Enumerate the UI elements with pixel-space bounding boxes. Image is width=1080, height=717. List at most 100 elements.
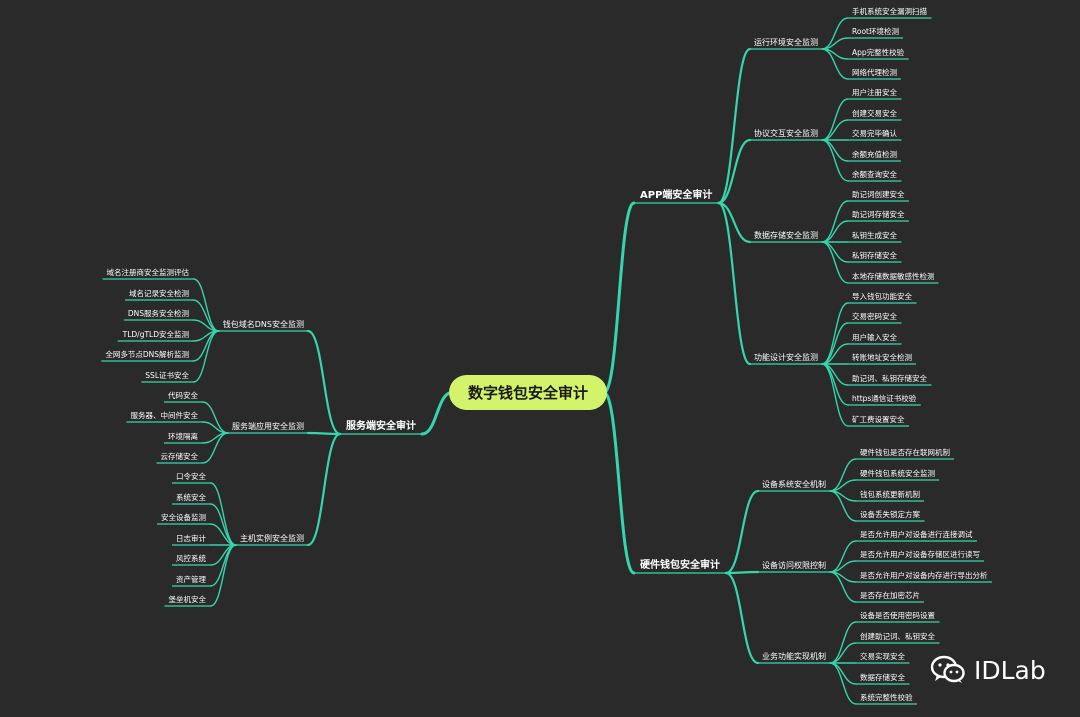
leaf-item: 助记词存储安全 (852, 209, 905, 219)
leaf-connector (201, 432, 229, 464)
branch-connector (724, 571, 760, 665)
branch-connector (717, 201, 752, 366)
leaf-item: 硬件钱包是否存在联网机制 (860, 447, 950, 457)
branch-title: 服务端安全审计 (346, 419, 416, 432)
leaf-connector (821, 119, 849, 141)
leaf-item: 系统安全 (176, 492, 206, 502)
leaf-item: 设备是否使用密码设置 (860, 610, 935, 620)
leaf-connector (821, 241, 849, 284)
leaf-item: 本地存储数据敏感性检测 (852, 271, 935, 281)
group-server-app[interactable]: 服务端应用安全监测 代码安全 服务器、中间件安全 环境隔离 云存储安全 (131, 390, 305, 461)
leaf-item: 交易密码安全 (852, 311, 897, 321)
group-business[interactable]: 业务功能实现机制 设备是否使用密码设置 创建助记词、私钥安全 交易实现安全 数据… (762, 610, 935, 702)
root-node[interactable]: 数字钱包安全审计 (449, 375, 607, 410)
connector-layer (101, 17, 992, 705)
leaf-item: 云存储安全 (161, 451, 199, 461)
branch-title: APP端安全审计 (640, 188, 712, 201)
leaf-item: 资产管理 (176, 574, 206, 584)
leaf-item: DNS服务安全检测 (128, 308, 189, 318)
leaf-connector (821, 322, 849, 365)
root-connector (602, 201, 636, 394)
root-title: 数字钱包安全审计 (468, 384, 588, 402)
branch-connector (717, 47, 752, 205)
leaf-connector (821, 139, 849, 162)
leaf-item: 环境隔离 (168, 431, 198, 441)
group-title: 数据存储安全监测 (754, 230, 818, 240)
leaf-connector (821, 139, 849, 182)
leaf-item: 系统完整性校验 (860, 692, 913, 702)
leaf-connector (829, 621, 857, 664)
branch-server[interactable]: 服务端安全审计 钱包域名DNS安全监测 域名注册商安全监测评估 域名记录安全检测… (105, 267, 416, 604)
leaf-item: 域名记录安全检测 (129, 288, 189, 298)
leaf-item: 交易实现安全 (860, 651, 905, 661)
leaf-item: 余额查询安全 (852, 169, 897, 179)
watermark-text: IDLab (974, 655, 1046, 685)
branch-connector (717, 201, 752, 244)
leaf-item: 代码安全 (168, 390, 198, 400)
branch-title: 硬件钱包安全审计 (640, 558, 720, 571)
leaf-item: Root环境检测 (852, 26, 899, 36)
leaf-connector (192, 330, 220, 383)
group-function[interactable]: 功能设计安全监测 导入钱包功能安全 交易密码安全 用户输入安全 转账地址安全检测… (754, 291, 927, 424)
group-title: 设备系统安全机制 (762, 479, 826, 489)
group-storage[interactable]: 数据存储安全监测 助记词创建安全 助记词存储安全 私钥生成安全 私钥存储安全 本… (754, 189, 935, 281)
group-device-system[interactable]: 设备系统安全机制 硬件钱包是否存在联网机制 硬件钱包系统安全监测 钱包系统更新机… (762, 447, 950, 519)
leaf-item: 堡垒机安全 (169, 594, 207, 604)
leaf-connector (821, 98, 849, 141)
group-title: 设备访问权限控制 (762, 560, 826, 570)
group-title: 主机实例安全监测 (240, 533, 304, 543)
root-connector (420, 391, 454, 436)
leaf-item: 助记词创建安全 (852, 189, 905, 199)
group-title: 协议交互安全监测 (754, 128, 818, 138)
leaf-item: 钱包系统更新机制 (860, 489, 920, 499)
leaf-connector (829, 662, 857, 685)
leaf-item: 余额充值检测 (852, 149, 897, 159)
leaf-item: TLD/gTLD安全监测 (122, 329, 189, 339)
group-title: 钱包域名DNS安全监测 (223, 319, 304, 329)
leaf-connector (209, 544, 237, 587)
leaf-item: 导入钱包功能安全 (852, 291, 912, 301)
leaf-connector (192, 278, 220, 332)
branch-app[interactable]: APP端安全审计 运行环境安全监测 手机系统安全漏洞扫描 Root环境检测 Ap… (640, 6, 935, 424)
leaf-item: 风控系统 (176, 553, 206, 563)
leaf-item: 转账地址安全检测 (852, 352, 912, 362)
leaf-connector (821, 48, 849, 80)
leaf-item: 创建助记词、私钥安全 (860, 631, 935, 641)
leaf-item: 网络代理检测 (852, 67, 897, 77)
leaf-item: 服务器、中间件安全 (131, 410, 199, 420)
leaf-item: 口令安全 (176, 471, 206, 481)
leaf-item: 数据存储安全 (860, 672, 905, 682)
leaf-item: 全网多节点DNS解析监测 (105, 349, 189, 359)
leaf-connector (821, 220, 849, 243)
leaf-item: 用户输入安全 (852, 332, 897, 342)
leaf-item: SSL证书安全 (145, 370, 189, 380)
leaf-connector (829, 571, 857, 603)
leaf-item: 硬件钱包系统安全监测 (860, 468, 935, 478)
group-host[interactable]: 主机实例安全监测 口令安全 系统安全 安全设备监测 日志审计 风控系统 资产管理… (161, 471, 304, 604)
leaf-item: 矿工费设置安全 (852, 414, 905, 424)
wechat-icon (930, 655, 965, 683)
group-title: 服务端应用安全监测 (232, 421, 304, 431)
leaf-item: 日志审计 (176, 533, 206, 543)
group-protocol[interactable]: 协议交互安全监测 用户注册安全 创建交易安全 交易完毕确认 余额充值检测 余额查… (754, 87, 897, 179)
leaf-item: 安全设备监测 (161, 512, 206, 522)
leaf-item: 用户注册安全 (852, 87, 897, 97)
leaf-connector (829, 490, 857, 522)
branch-connector (724, 489, 760, 575)
group-dns[interactable]: 钱包域名DNS安全监测 域名注册商安全监测评估 域名记录安全检测 DNS服务安全… (105, 267, 304, 380)
branch-hardware[interactable]: 硬件钱包安全审计 设备系统安全机制 硬件钱包是否存在联网机制 硬件钱包系统安全监… (640, 447, 988, 702)
leaf-item: 域名注册商安全监测评估 (107, 267, 190, 277)
leaf-item: 是否允许用户对设备存储区进行读写 (860, 549, 980, 559)
leaf-item: 私钥存储安全 (852, 250, 897, 260)
leaf-connector (821, 363, 849, 427)
branch-connector (306, 432, 342, 547)
leaf-item: 私钥生成安全 (852, 230, 897, 240)
root-connector (602, 391, 636, 575)
branch-connector (306, 431, 342, 436)
group-title: 功能设计安全监测 (754, 352, 818, 362)
leaf-item: https通信证书校验 (852, 393, 917, 403)
group-runtime[interactable]: 运行环境安全监测 手机系统安全漏洞扫描 Root环境检测 App完整性校验 网络… (754, 6, 927, 77)
branch-connector (724, 570, 760, 575)
leaf-connector (829, 662, 857, 705)
group-access-control[interactable]: 设备访问权限控制 是否允许用户对设备进行连接调试 是否允许用户对设备存储区进行读… (762, 529, 988, 600)
